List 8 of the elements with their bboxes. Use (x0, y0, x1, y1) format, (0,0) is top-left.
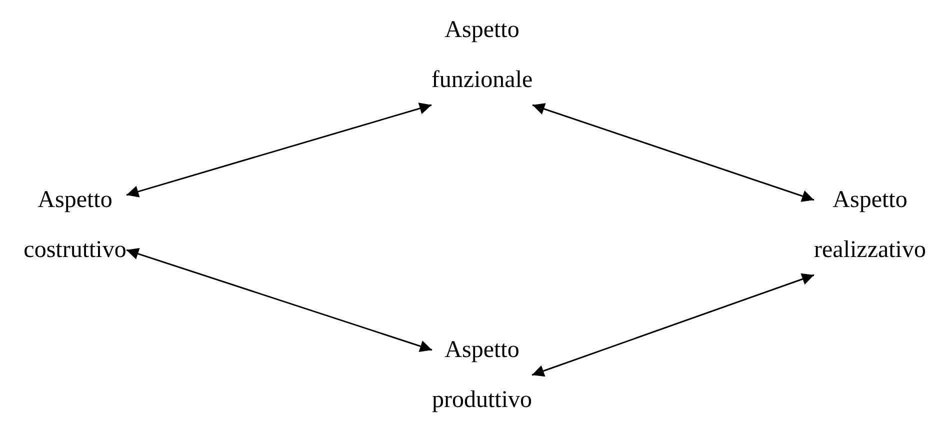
double-arrow (126, 102, 432, 198)
double-arrow (532, 103, 814, 202)
node-label: Aspetto costruttivo (24, 186, 126, 265)
double-arrow (532, 273, 814, 377)
node-label: Aspetto produttivo (432, 336, 532, 415)
node-label: Aspetto funzionale (431, 16, 533, 95)
node-label: Aspetto realizzativo (814, 186, 926, 265)
double-arrow (126, 248, 432, 352)
